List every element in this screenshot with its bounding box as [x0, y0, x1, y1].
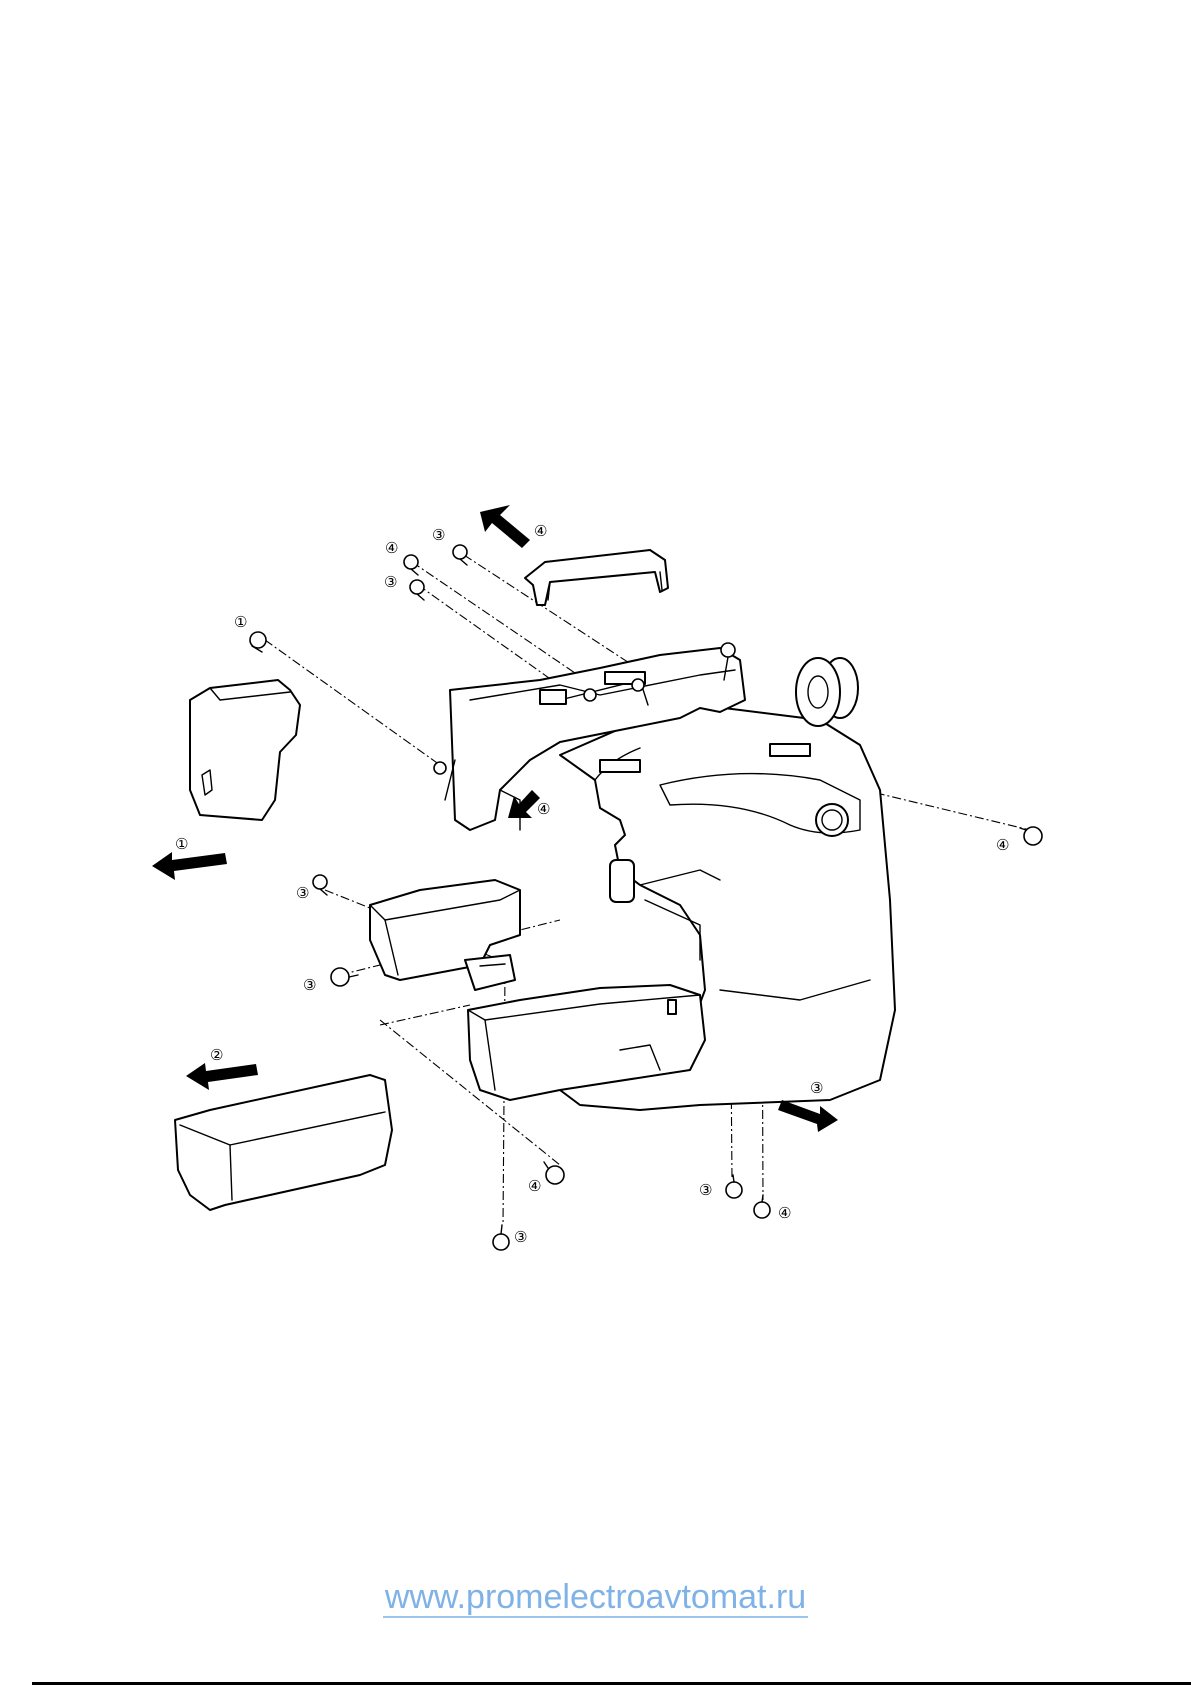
handwheel [796, 658, 858, 726]
callout-3: ③ [432, 526, 445, 544]
screw-icon [404, 555, 418, 575]
screw-icon [453, 545, 467, 565]
callout-3: ③ [699, 1181, 712, 1199]
callout-4: ④ [778, 1204, 791, 1222]
callout-3: ③ [296, 884, 309, 902]
screw-icon [754, 1195, 770, 1218]
footer-link-text[interactable]: www.promelectroavtomat.ru [383, 1578, 808, 1618]
arrow-icon [152, 852, 227, 880]
screw-icon [250, 632, 266, 652]
arrow-icon [480, 505, 530, 548]
screw-icon [313, 875, 327, 895]
callout-3: ③ [384, 573, 397, 591]
callout-4: ④ [996, 836, 1009, 854]
screw-icon [331, 968, 358, 986]
face-plate-cover [190, 680, 300, 820]
callout-1: ① [234, 613, 247, 631]
callout-4: ④ [528, 1177, 541, 1195]
callout-4: ④ [537, 800, 550, 818]
callout-4: ④ [534, 522, 547, 540]
accessory-tray [370, 880, 520, 990]
arrow-icon [186, 1063, 258, 1090]
screw-icon [493, 1225, 509, 1250]
extension-table [175, 1075, 392, 1210]
callout-2: ② [210, 1046, 223, 1064]
screw-icon [410, 580, 424, 600]
arrow-icon [778, 1100, 838, 1132]
callout-4: ④ [385, 539, 398, 557]
footer-website-link[interactable]: www.promelectroavtomat.ru [0, 1578, 1191, 1617]
callout-1: ① [175, 835, 188, 853]
callout-3: ③ [514, 1228, 527, 1246]
arrow-icon [508, 790, 540, 818]
screw-icon [544, 1162, 564, 1184]
callout-3: ③ [303, 976, 316, 994]
carrying-handle [525, 550, 668, 605]
screw-icon [726, 1175, 742, 1198]
screw-icon [1020, 827, 1042, 845]
callout-3: ③ [810, 1079, 823, 1097]
